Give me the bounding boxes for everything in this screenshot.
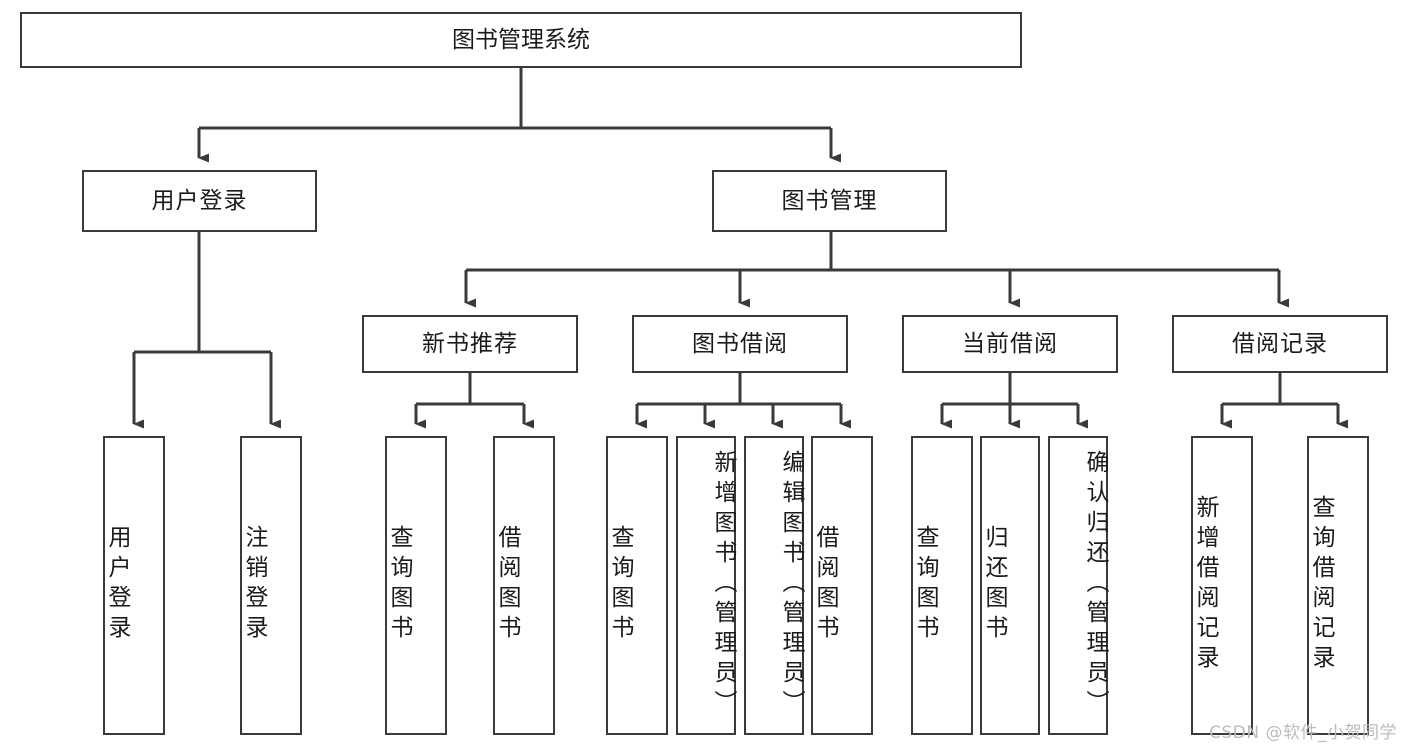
leaf-query-book-recommend[interactable]: 查询图书 (385, 436, 447, 735)
node-book-management[interactable]: 图书管理 (712, 170, 947, 232)
leaf-edit-book-admin[interactable]: 编辑图书（管理员） (744, 436, 804, 735)
leaf-logout[interactable]: 注销登录 (240, 436, 302, 735)
node-current-borrow[interactable]: 当前借阅 (902, 315, 1118, 373)
leaf-return-book[interactable]: 归还图书 (980, 436, 1040, 735)
node-root-system[interactable]: 图书管理系统 (20, 12, 1022, 68)
leaf-query-book-current[interactable]: 查询图书 (911, 436, 973, 735)
node-book-borrow[interactable]: 图书借阅 (632, 315, 848, 373)
leaf-query-book-borrow[interactable]: 查询图书 (606, 436, 668, 735)
node-user-login[interactable]: 用户登录 (82, 170, 317, 232)
csdn-watermark: CSDN @软件_小贺同学 (1209, 723, 1397, 743)
leaf-confirm-return-admin[interactable]: 确认归还（管理员） (1048, 436, 1108, 735)
leaf-add-book-admin[interactable]: 新增图书（管理员） (676, 436, 736, 735)
leaf-borrow-book[interactable]: 借阅图书 (811, 436, 873, 735)
leaf-user-login[interactable]: 用户登录 (103, 436, 165, 735)
node-borrow-records[interactable]: 借阅记录 (1172, 315, 1388, 373)
leaf-borrow-book-recommend[interactable]: 借阅图书 (493, 436, 555, 735)
leaf-query-borrow-record[interactable]: 查询借阅记录 (1307, 436, 1369, 735)
node-new-book-recommend[interactable]: 新书推荐 (362, 315, 578, 373)
leaf-add-borrow-record[interactable]: 新增借阅记录 (1191, 436, 1253, 735)
